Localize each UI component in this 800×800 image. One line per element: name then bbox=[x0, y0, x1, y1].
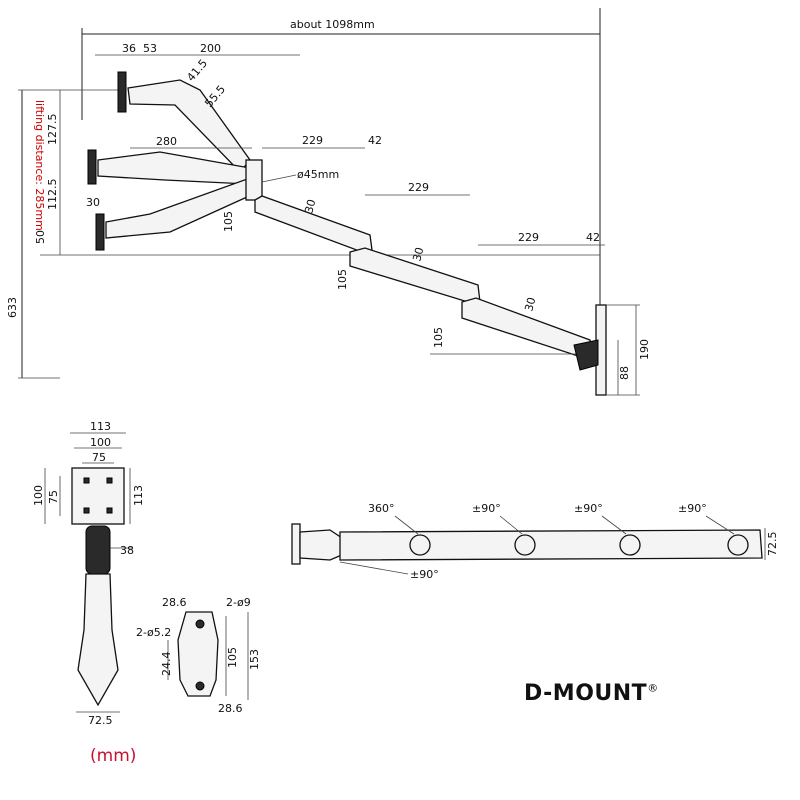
dim-42-b: 42 bbox=[586, 231, 600, 244]
dim-190: 190 bbox=[638, 339, 651, 360]
front-arm-body bbox=[77, 573, 119, 707]
rotation-joint-4 bbox=[727, 534, 749, 556]
vesa-plate bbox=[71, 467, 125, 525]
top-wall-joint bbox=[299, 529, 346, 561]
angle-30-c: 30 bbox=[522, 296, 538, 313]
mount-holes-5-2: 2-ø5.2 bbox=[136, 626, 171, 639]
front-base-72-5: 72.5 bbox=[88, 714, 113, 727]
rotation-joint-1 bbox=[409, 534, 431, 556]
mount-h-105: 105 bbox=[226, 647, 239, 668]
dim-53: 53 bbox=[143, 42, 157, 55]
monitor-plate-mid bbox=[87, 149, 97, 185]
front-w-75: 75 bbox=[92, 451, 106, 464]
angle-30-a: 30 bbox=[302, 198, 318, 215]
dim-229-a: 229 bbox=[302, 134, 323, 147]
dim-229-b: 229 bbox=[408, 181, 429, 194]
front-w-100: 100 bbox=[90, 436, 111, 449]
mount-h-24-4: 24.4 bbox=[160, 652, 173, 677]
gas-arm-low bbox=[105, 177, 259, 239]
monitor-plate-low bbox=[95, 213, 105, 251]
dim-50: 50 bbox=[34, 230, 47, 244]
side-view: about 1098mm 36 53 200 633 lifting dista… bbox=[6, 8, 651, 396]
overall-height-label: 633 bbox=[6, 297, 19, 318]
brand-name: D-MOUNT bbox=[524, 681, 648, 706]
front-h-100: 100 bbox=[32, 485, 45, 506]
rotation-joint-3 bbox=[619, 534, 641, 556]
rotation-joint-2 bbox=[514, 534, 536, 556]
gas-arm-top bbox=[127, 79, 251, 173]
mount-h-153: 153 bbox=[248, 649, 261, 670]
dim-30: 30 bbox=[86, 196, 100, 209]
wall-joint bbox=[573, 339, 599, 371]
dim-55-5: 55.5 bbox=[202, 83, 228, 110]
dim-105-a: 105 bbox=[222, 211, 235, 232]
brand-logo: D-MOUNT® bbox=[524, 681, 659, 706]
rotation-90-wall: ±90° bbox=[410, 568, 439, 581]
dim-42-a: 42 bbox=[368, 134, 382, 147]
dim-127-5: 127.5 bbox=[46, 114, 59, 146]
mount-bracket bbox=[177, 611, 219, 697]
dim-200: 200 bbox=[200, 42, 221, 55]
mount-view: 28.6 2-ø9 2-ø5.2 24.4 105 153 28.6 bbox=[136, 596, 261, 715]
front-w-113: 113 bbox=[90, 420, 111, 433]
front-view: 113 100 75 100 75 113 38 72.5 bbox=[32, 420, 145, 727]
rotation-90-a: ±90° bbox=[472, 502, 501, 515]
rotation-90-c: ±90° bbox=[678, 502, 707, 515]
mount-bottom-28-6: 28.6 bbox=[218, 702, 243, 715]
brand-registered-mark: ® bbox=[647, 681, 659, 695]
front-h-75: 75 bbox=[47, 490, 60, 504]
arm-width-38: 38 bbox=[120, 544, 134, 557]
dim-229-c: 229 bbox=[518, 231, 539, 244]
top-arm-body bbox=[339, 529, 763, 561]
unit-label: (mm) bbox=[90, 746, 137, 766]
monitor-plate-top bbox=[117, 71, 127, 113]
dim-105-c: 105 bbox=[432, 327, 445, 348]
top-view: 360° ±90° ±90° ±90° ±90° 72.5 bbox=[291, 502, 779, 581]
dim-36: 36 bbox=[122, 42, 136, 55]
rotation-90-b: ±90° bbox=[574, 502, 603, 515]
pole bbox=[245, 159, 263, 201]
front-h-113: 113 bbox=[132, 485, 145, 506]
tilt-joint bbox=[85, 525, 111, 575]
overall-width-label: about 1098mm bbox=[290, 18, 375, 31]
pole-diameter: ø45mm bbox=[297, 168, 339, 181]
top-depth-72-5: 72.5 bbox=[766, 532, 779, 557]
dim-112-5: 112.5 bbox=[46, 179, 59, 211]
top-wall-plate bbox=[291, 523, 301, 565]
rotation-360: 360° bbox=[368, 502, 395, 515]
dim-88: 88 bbox=[618, 366, 631, 380]
lifting-distance-label: lifting distance: 285mm bbox=[33, 100, 46, 231]
mount-top-28-6: 28.6 bbox=[162, 596, 187, 609]
dim-41-5: 41.5 bbox=[184, 57, 210, 84]
dim-280: 280 bbox=[156, 135, 177, 148]
angle-30-b: 30 bbox=[410, 246, 426, 263]
dim-105-b: 105 bbox=[336, 269, 349, 290]
mount-holes-9: 2-ø9 bbox=[226, 596, 251, 609]
